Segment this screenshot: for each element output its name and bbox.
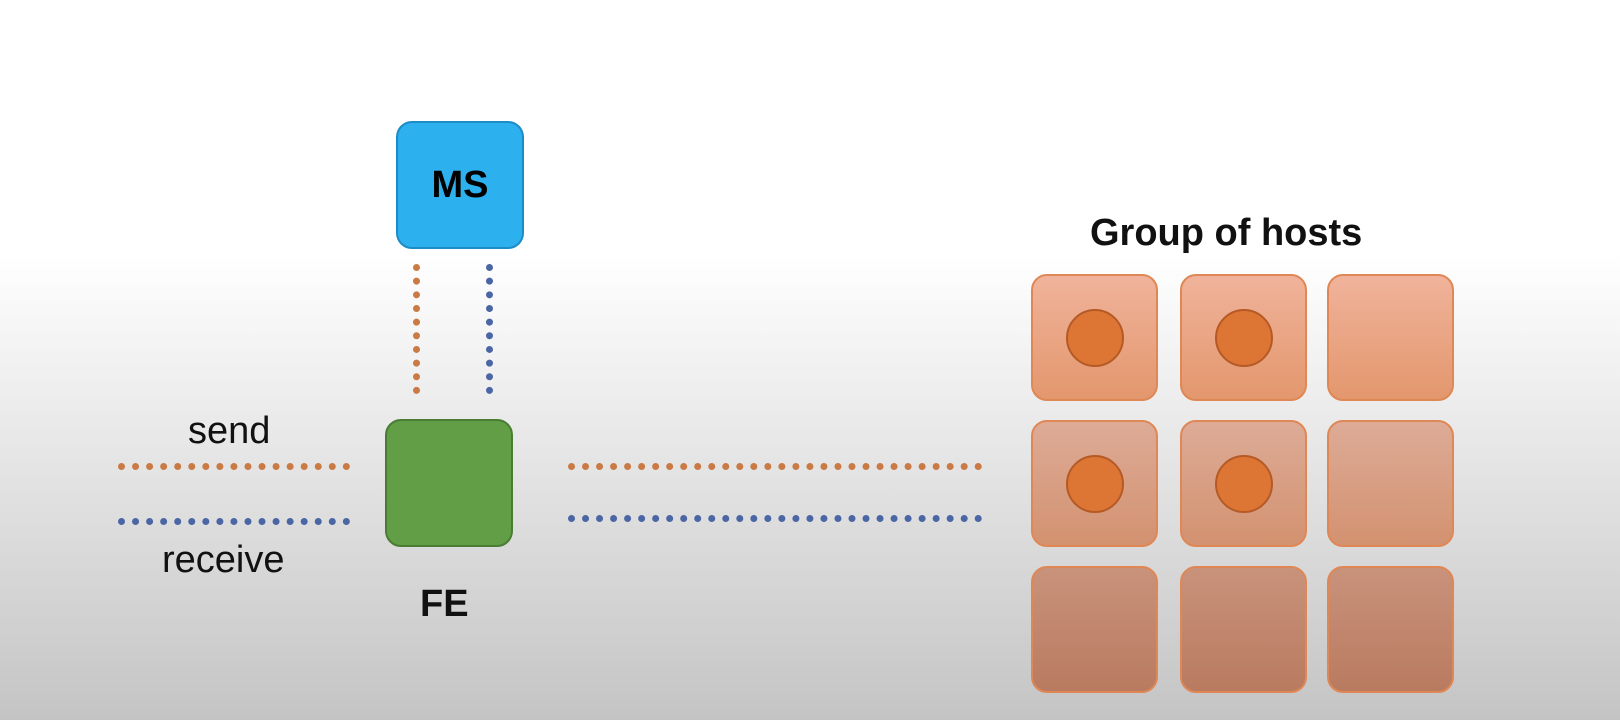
group-of-hosts-title: Group of hosts bbox=[1090, 212, 1363, 254]
host-box bbox=[1180, 274, 1307, 401]
host-box bbox=[1327, 566, 1454, 693]
host-box bbox=[1180, 420, 1307, 547]
host-box bbox=[1180, 566, 1307, 693]
host-active-dot bbox=[1065, 454, 1124, 513]
host-box bbox=[1327, 420, 1454, 547]
receive-label: receive bbox=[162, 539, 285, 581]
host-active-dot bbox=[1065, 308, 1124, 367]
fe-node bbox=[385, 419, 513, 547]
send-label: send bbox=[188, 410, 271, 452]
host-box bbox=[1327, 274, 1454, 401]
send-line-left bbox=[118, 463, 350, 470]
receive-line-left bbox=[118, 518, 350, 525]
fe-label: FE bbox=[420, 583, 469, 625]
host-box bbox=[1031, 274, 1158, 401]
host-active-dot bbox=[1214, 308, 1273, 367]
ms-fe-receive-line bbox=[486, 264, 493, 394]
host-box bbox=[1031, 420, 1158, 547]
ms-label: MS bbox=[431, 163, 489, 206]
receive-line-right bbox=[568, 515, 982, 522]
ms-fe-send-line bbox=[413, 264, 420, 394]
host-box bbox=[1031, 566, 1158, 693]
send-line-right bbox=[568, 463, 982, 470]
host-active-dot bbox=[1214, 454, 1273, 513]
ms-node: MS bbox=[396, 121, 524, 249]
